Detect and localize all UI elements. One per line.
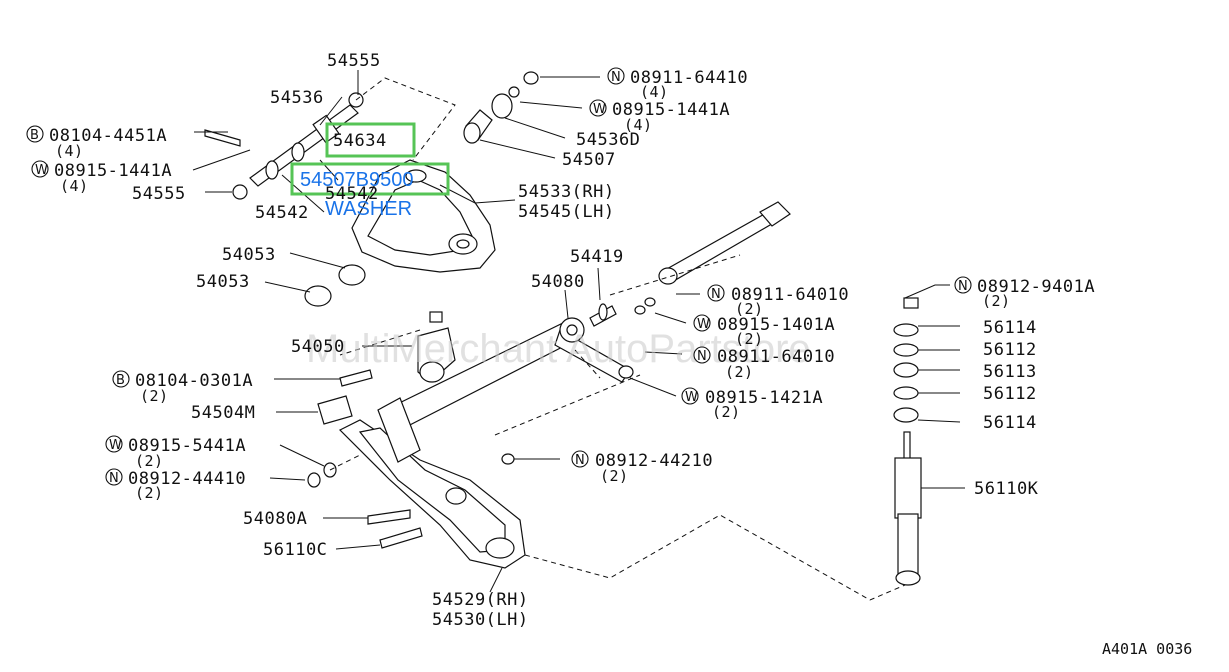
label-56112-bottom: 56112 <box>983 384 1037 404</box>
label-08911-64010-b: 08911-64010 <box>717 347 835 367</box>
prefix-w: W <box>593 102 606 117</box>
label-08915-1441a-left: 08915-1441A <box>54 161 172 181</box>
qty-08911-64010-b: (2) <box>725 363 754 381</box>
label-54542-upper: 54542 <box>325 184 379 204</box>
label-54053-lower: 54053 <box>196 272 250 292</box>
prefix-b: B <box>30 128 39 143</box>
shock-absorber <box>893 297 922 586</box>
qty-08104-4451a: (4) <box>55 142 84 160</box>
qty-08915-5441a: (2) <box>135 452 164 470</box>
qty-08915-1441a-left: (4) <box>60 177 89 195</box>
label-54419: 54419 <box>570 247 624 267</box>
label-54533: 54533(RH) <box>518 182 615 202</box>
bushing-54504m <box>317 395 353 425</box>
label-56110k: 56110K <box>974 479 1039 499</box>
prefix-w: W <box>35 163 48 178</box>
qty-08915-1421a: (2) <box>712 403 741 421</box>
prefix-n: N <box>109 471 119 486</box>
qty-08915-1441a-right: (4) <box>624 116 653 134</box>
label-08915-5441a: 08915-5441A <box>128 436 246 456</box>
prefix-b: B <box>116 373 125 388</box>
label-56114-bottom: 56114 <box>983 413 1037 433</box>
qty-08911-64410: (4) <box>640 83 669 101</box>
qty-08912-44410: (2) <box>135 484 164 502</box>
washer-left-2 <box>307 472 321 488</box>
label-08915-1401a: 08915-1401A <box>717 315 835 335</box>
label-56110c: 56110C <box>263 540 327 560</box>
label-08915-1421a: 08915-1421A <box>705 388 823 408</box>
compression-link <box>384 303 634 431</box>
label-54507: 54507 <box>562 150 616 170</box>
label-54536d: 54536D <box>576 130 640 150</box>
label-54050: 54050 <box>291 337 345 357</box>
prefix-n: N <box>958 279 968 294</box>
prefix-n: N <box>711 287 721 302</box>
qty-08912-9401a: (2) <box>982 292 1011 310</box>
label-56113: 56113 <box>983 362 1037 382</box>
label-08912-9401a: 08912-9401A <box>977 277 1095 297</box>
tension-rod <box>634 201 791 315</box>
bolt-08104-0301 <box>339 369 373 387</box>
bolt-54080a <box>367 509 411 525</box>
label-54053-upper: 54053 <box>222 245 276 265</box>
qty-08911-64010-a: (2) <box>735 300 764 318</box>
label-washer: WASHER <box>325 198 412 220</box>
label-54542-lower: 54542 <box>255 203 309 223</box>
label-54080: 54080 <box>531 272 585 292</box>
part-labels: 54555 54536 B 08104-4451A (4) W 08915-14… <box>26 51 1192 658</box>
prefix-w: W <box>697 317 710 332</box>
label-54529: 54529(RH) <box>432 590 529 610</box>
figure-reference: A401A 0036 <box>1102 640 1192 658</box>
prefix-n: N <box>575 453 585 468</box>
label-54555-top: 54555 <box>327 51 381 71</box>
lower-bushing <box>417 311 456 383</box>
label-54080a: 54080A <box>243 509 307 529</box>
leader-lines <box>192 70 965 593</box>
transverse-link <box>338 397 526 569</box>
label-54545: 54545(LH) <box>518 202 615 222</box>
prefix-n: N <box>611 70 621 85</box>
label-08911-64010-a: 08911-64010 <box>731 285 849 305</box>
bolt-56110c <box>379 527 423 549</box>
label-54555-left: 54555 <box>132 184 186 204</box>
label-08915-1441a-right: 08915-1441A <box>612 100 730 120</box>
label-54507b9500: 54507B9500 <box>300 169 413 191</box>
highlight-box-54634 <box>325 122 416 158</box>
label-54536: 54536 <box>270 88 324 108</box>
label-08912-44410: 08912-44410 <box>128 469 246 489</box>
upper-bushings <box>463 71 539 144</box>
bump-stop-upper <box>338 264 366 286</box>
upper-control-arm <box>351 159 496 273</box>
prefix-n: N <box>697 349 707 364</box>
assembly-dashes <box>329 77 906 601</box>
label-08104-4451a: 08104-4451A <box>49 126 167 146</box>
qty-08912-44210: (2) <box>600 467 629 485</box>
label-08912-44210: 08912-44210 <box>595 451 713 471</box>
label-08104-0301a: 08104-0301A <box>135 371 253 391</box>
prefix-w: W <box>109 438 122 453</box>
label-54634: 54634 <box>333 131 387 151</box>
label-54530: 54530(LH) <box>432 610 529 630</box>
label-56114-top: 56114 <box>983 318 1037 338</box>
qty-08915-1401a: (2) <box>735 330 764 348</box>
nut-44210 <box>501 453 515 465</box>
prefix-w: W <box>685 390 698 405</box>
bump-stop-lower <box>304 285 332 307</box>
label-08911-64410: 08911-64410 <box>630 68 748 88</box>
label-56112-top: 56112 <box>983 340 1037 360</box>
qty-08104-0301a: (2) <box>140 387 169 405</box>
label-54504m: 54504M <box>191 403 255 423</box>
watermark: MultiMerchant AutoPartstore <box>306 327 811 371</box>
highlight-box-54507b9500 <box>290 162 450 196</box>
